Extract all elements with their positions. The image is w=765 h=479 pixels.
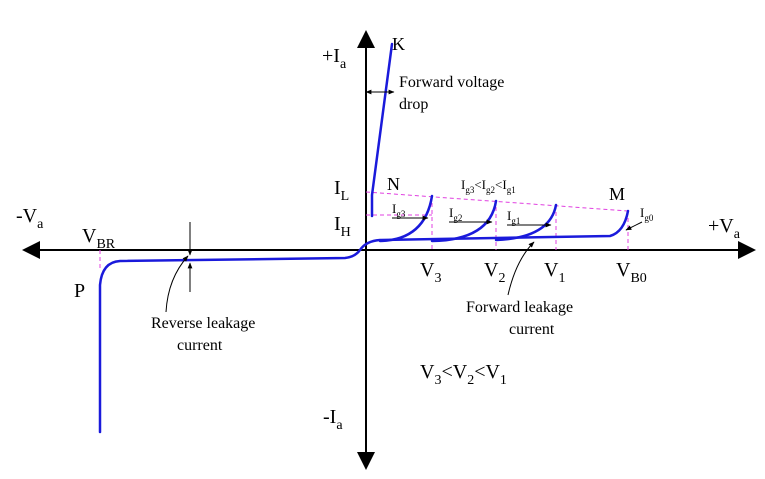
point-k-label: K [392,34,405,54]
vb0-label: VB0 [616,259,647,286]
neg-voltage-arrowhead [22,241,40,259]
forward-leak-pointer [507,241,535,296]
forward-leak-line2: current [509,321,555,338]
vi-characteristic [98,42,630,434]
reverse-leak-line2: current [177,337,223,354]
neg-current-label: -Ia [323,406,343,433]
neg-current-arrowhead [357,452,375,470]
ig3-label: Ig3 [392,201,406,219]
v2-label: V2 [484,259,505,286]
ig0-arrow [625,221,643,231]
pos-voltage-label: +Va [708,215,741,242]
latching-current-line [365,191,629,212]
pos-current-arrowhead [357,30,375,48]
pos-current-label: +Ia [322,45,347,72]
ig1-curve [494,203,558,242]
forward-drop-line2: drop [399,96,428,113]
forward-drop-line1: Forward voltage [399,74,504,91]
point-p-label: P [74,280,85,302]
ig0-label: Ig0 [640,205,654,223]
ig2-curve [430,199,498,243]
reverse-leak-line1: Reverse leakage [151,315,255,332]
gate-relation-label: Ig3<Ig2<Ig1 [461,177,516,195]
v1-label: V1 [544,259,565,286]
forward-leak-line1: Forward leakage [466,299,573,316]
ig2-label: Ig2 [449,205,462,223]
point-m-label: M [609,184,625,204]
breakdown-voltage-label: VBR [82,225,116,252]
voltage-relation-label: V3<V2<V1 [420,361,507,388]
neg-voltage-label: -Va [16,205,44,232]
point-n-label: N [387,174,400,194]
holding-current-label: IH [334,213,351,240]
latching-current-label: IL [334,177,349,204]
ig1-label: Ig1 [507,208,520,226]
main-characteristic-curve [98,209,630,434]
v3-label: V3 [420,259,441,286]
pos-voltage-arrowhead [738,241,756,259]
reverse-leak-pointer [165,255,189,313]
ig3-curve [378,194,434,243]
